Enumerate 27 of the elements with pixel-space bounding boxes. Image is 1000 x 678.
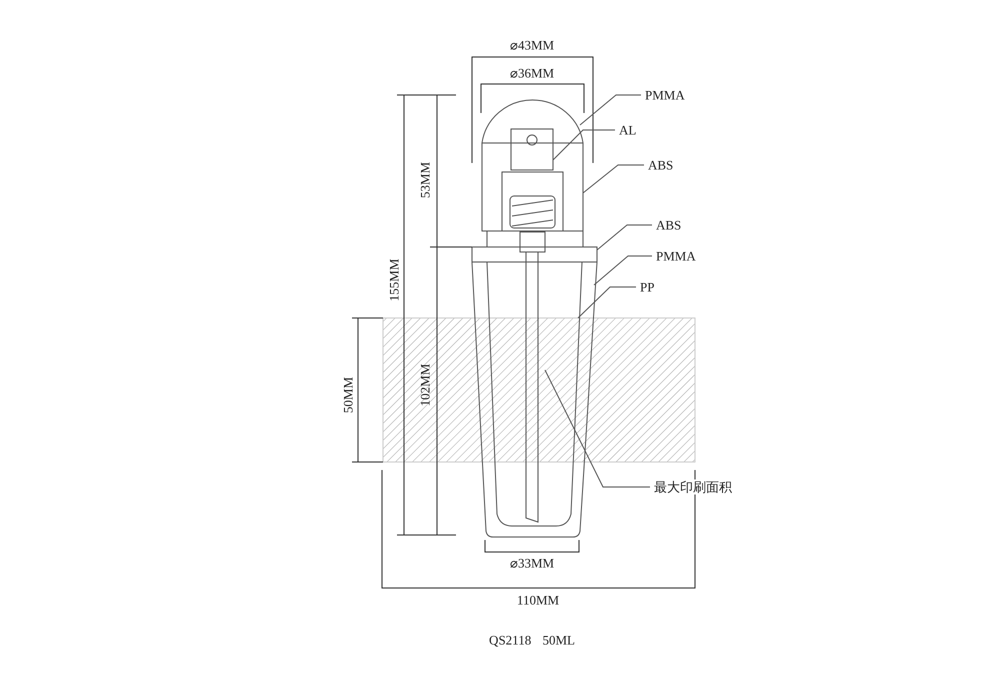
leader-line xyxy=(580,94,642,126)
shoulder-collar xyxy=(472,246,598,262)
dimension-label: 110MM xyxy=(516,592,560,608)
leader-line xyxy=(582,164,644,194)
outer-bottle xyxy=(472,262,598,538)
leader-line xyxy=(552,130,616,160)
dimension-label: 50MM xyxy=(340,376,356,414)
material-label: 最大印刷面积 xyxy=(654,480,732,494)
material-label: ABS xyxy=(656,218,682,232)
cap-sleeve xyxy=(482,142,584,232)
material-label: PMMA xyxy=(645,88,685,102)
dimension-label: ⌀43MM xyxy=(510,38,554,52)
actuator xyxy=(510,128,554,170)
dimension-label: ⌀33MM xyxy=(510,556,554,570)
overcap-dome xyxy=(482,100,584,144)
material-label: PMMA xyxy=(656,248,696,264)
dimension-label: 155MM xyxy=(386,258,402,302)
material-label: ABS xyxy=(648,158,674,172)
leader-line xyxy=(578,286,636,318)
dimension-label: ⌀36MM xyxy=(510,66,554,80)
dimension-label: 102MM xyxy=(418,364,432,406)
material-label: AL xyxy=(619,122,636,138)
dimension-label: 53MM xyxy=(418,162,432,198)
leader-line xyxy=(596,224,652,250)
model-caption: QS2118 50ML xyxy=(489,632,575,648)
print-area xyxy=(382,318,696,462)
leader-line xyxy=(594,256,652,286)
